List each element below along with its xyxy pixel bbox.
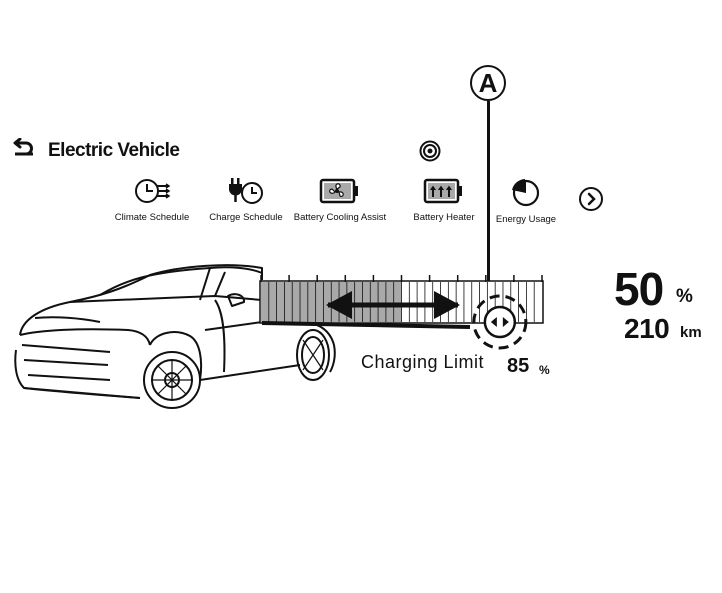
adjust-arrow-left-head bbox=[326, 291, 352, 319]
battery-percent-value: 50 bbox=[614, 263, 664, 315]
callout-a: A bbox=[470, 65, 506, 101]
toolbar-label: Battery Heater bbox=[413, 212, 475, 223]
car-illustration bbox=[14, 264, 336, 409]
target-icon bbox=[419, 140, 441, 167]
toolbar-label: Charge Schedule bbox=[209, 212, 283, 223]
back-arrow-icon[interactable] bbox=[12, 137, 36, 163]
toolbar-label: Battery Cooling Assist bbox=[293, 212, 387, 223]
range-value: 210 bbox=[624, 313, 670, 344]
charging-limit-value: 85 bbox=[507, 355, 530, 377]
energy-usage-icon bbox=[512, 179, 540, 207]
charging-limit-label: Charging Limit bbox=[361, 352, 485, 372]
next-page-button[interactable] bbox=[578, 186, 604, 217]
charging-limit-unit: % bbox=[539, 363, 550, 377]
charge-schedule-button[interactable]: Charge Schedule bbox=[191, 176, 301, 223]
gauge-base-line bbox=[261, 321, 471, 329]
page-title: Electric Vehicle bbox=[48, 139, 180, 161]
battery-cooling-assist-button[interactable]: Battery Cooling Assist bbox=[285, 176, 395, 223]
adjust-arrow-right-head bbox=[434, 291, 460, 319]
climate-schedule-icon bbox=[135, 179, 171, 203]
toolbar-label: Climate Schedule bbox=[114, 212, 190, 223]
callout-leader-line bbox=[487, 101, 490, 311]
energy-usage-button[interactable]: Energy Usage bbox=[471, 176, 581, 225]
header: Electric Vehicle bbox=[12, 137, 180, 163]
vehicle-battery-illustration bbox=[14, 264, 544, 409]
charge-schedule-icon bbox=[229, 178, 263, 204]
range-unit: km bbox=[680, 324, 702, 341]
battery-heater-button[interactable]: Battery Heater bbox=[389, 176, 499, 223]
battery-cooling-icon bbox=[319, 178, 358, 204]
battery-heater-icon bbox=[423, 178, 462, 204]
battery-percent-unit: % bbox=[676, 286, 693, 307]
chevron-right-icon bbox=[579, 187, 603, 211]
climate-schedule-button[interactable]: Climate Schedule bbox=[97, 176, 207, 223]
battery-gauge bbox=[259, 275, 544, 350]
charging-limit-slider-handle bbox=[472, 294, 528, 350]
toolbar-label: Energy Usage bbox=[495, 214, 557, 225]
